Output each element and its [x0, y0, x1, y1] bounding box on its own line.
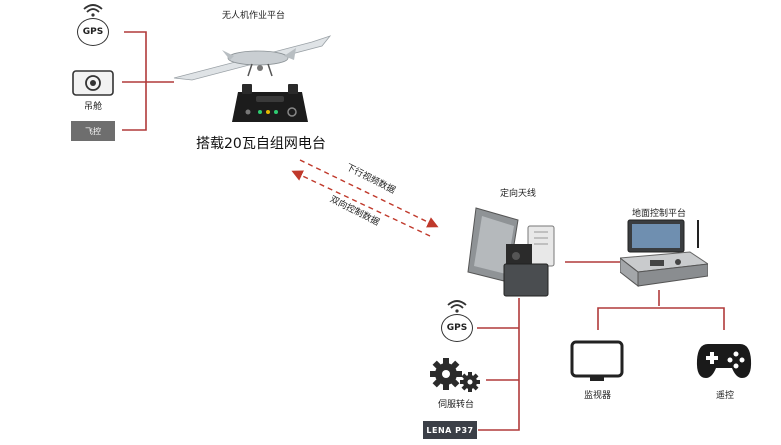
antenna-title: 定向天线	[500, 189, 537, 199]
ground-station-icon	[618, 218, 710, 290]
lena-box: LENA P37	[423, 421, 477, 439]
gamepad-icon	[696, 340, 752, 380]
radio-caption: 搭载20瓦自组网电台	[196, 136, 326, 152]
drone-icon	[172, 30, 332, 82]
wifi-icon	[82, 2, 104, 17]
remote-label: 遥控	[716, 391, 735, 401]
pod-label: 吊舱	[84, 102, 103, 112]
gps-badge: GPS	[77, 18, 109, 46]
wifi-icon	[446, 298, 468, 313]
gps-badge: GPS	[441, 314, 473, 342]
flight-control-box: 飞控	[71, 121, 115, 141]
ground-station-title: 地面控制平台	[632, 209, 687, 219]
monitor-label: 监视器	[584, 391, 612, 401]
radio-device-icon	[232, 84, 308, 126]
gears-icon	[426, 356, 484, 394]
directional-antenna-icon	[466, 200, 566, 298]
camera-pod-icon	[72, 70, 114, 96]
servo-label: 伺服转台	[438, 400, 475, 410]
monitor-icon	[570, 340, 624, 382]
drone-platform-title: 无人机作业平台	[222, 11, 286, 21]
